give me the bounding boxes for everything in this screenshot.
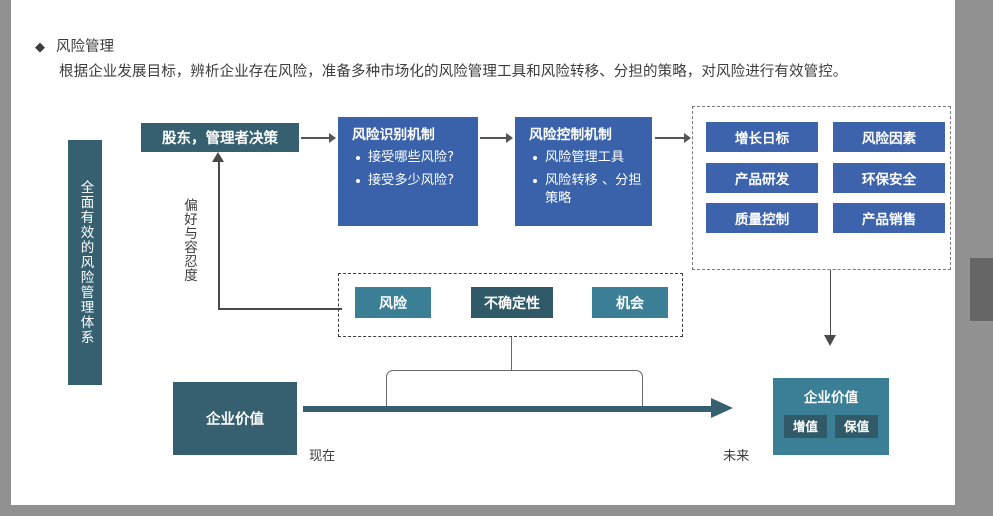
bracket-connector bbox=[386, 370, 643, 408]
shareholder-decision-label: 股东，管理者决策 bbox=[162, 131, 278, 147]
arrow-line bbox=[480, 137, 506, 139]
arrow-head-icon bbox=[684, 133, 691, 143]
uncertainty-chip[interactable]: 不确定性 bbox=[471, 287, 553, 318]
list-item: 风险转移 、分担策略 bbox=[533, 172, 644, 208]
timeline-bar bbox=[303, 405, 718, 412]
objective-label: 产品研发 bbox=[734, 172, 790, 188]
page-header: ◆ 风险管理 根据企业发展目标，辨析企业存在风险，准备多种市场化的风险管理工具和… bbox=[35, 38, 915, 82]
future-value-box[interactable]: 企业价值 增值 保值 bbox=[773, 378, 889, 455]
objectives-down-arrow-line bbox=[830, 270, 832, 337]
list-item: 接受哪些风险? bbox=[356, 149, 470, 167]
arrow-head-icon bbox=[329, 133, 336, 143]
opportunity-chip[interactable]: 机会 bbox=[592, 287, 668, 318]
risk-control-card[interactable]: 风险控制机制 风险管理工具 风险转移 、分担策略 bbox=[515, 117, 652, 226]
arrow-identify-to-control bbox=[480, 133, 513, 143]
risk-chip-label: 风险 bbox=[379, 295, 407, 312]
future-value-chip[interactable]: 保值 bbox=[835, 415, 879, 438]
objective-cell[interactable]: 质量控制 bbox=[706, 203, 818, 233]
shareholder-decision-box[interactable]: 股东，管理者决策 bbox=[141, 123, 299, 152]
objective-label: 产品销售 bbox=[861, 212, 917, 228]
arrow-line bbox=[301, 137, 329, 139]
risk-identification-card[interactable]: 风险识别机制 接受哪些风险? 接受多少风险? bbox=[338, 117, 478, 226]
timeline-arrow bbox=[303, 398, 733, 418]
timeline-label-future: 未来 bbox=[723, 449, 750, 464]
objective-label: 增长日标 bbox=[734, 131, 790, 147]
risk-uncertainty-group bbox=[338, 273, 683, 337]
objectives-down-arrow-head-icon bbox=[824, 335, 836, 346]
timeline-label-now: 现在 bbox=[309, 449, 336, 464]
feedback-arrow-line bbox=[218, 160, 220, 310]
list-item: 接受多少风险? bbox=[356, 172, 470, 190]
objective-cell[interactable]: 产品销售 bbox=[833, 203, 945, 233]
page-title: 风险管理 bbox=[56, 39, 114, 55]
diamond-bullet-icon: ◆ bbox=[35, 40, 45, 55]
feedback-arrow-head-icon bbox=[212, 152, 224, 162]
timeline-arrow-head-icon bbox=[711, 398, 733, 418]
arrow-line bbox=[655, 137, 684, 139]
objective-cell[interactable]: 风险因素 bbox=[833, 122, 945, 152]
uncertainty-chip-label: 不确定性 bbox=[484, 295, 540, 312]
arrow-shareholder-to-identify bbox=[301, 133, 336, 143]
objective-label: 环保安全 bbox=[861, 172, 917, 188]
page-subtitle: 根据企业发展目标，辨析企业存在风险，准备多种市场化的风险管理工具和风险转移、分担… bbox=[59, 64, 848, 80]
risk-control-title: 风险控制机制 bbox=[529, 127, 612, 143]
arrow-control-to-objectives bbox=[655, 133, 691, 143]
risk-chip[interactable]: 风险 bbox=[355, 287, 431, 318]
vertical-banner-label: 全面有效的风险管理体系 bbox=[77, 180, 94, 345]
arrow-head-icon bbox=[506, 133, 513, 143]
risk-identification-list: 接受哪些风险? 接受多少风险? bbox=[338, 149, 478, 190]
opportunity-chip-label: 机会 bbox=[616, 295, 644, 312]
enterprise-value-label: 企业价值 bbox=[206, 412, 264, 428]
feedback-arrow-horizontal bbox=[218, 308, 342, 310]
vertical-banner: 全面有效的风险管理体系 bbox=[68, 140, 102, 385]
vertical-scrollbar-thumb[interactable] bbox=[970, 258, 993, 321]
bracket-stem bbox=[511, 337, 513, 371]
enterprise-value-box[interactable]: 企业价值 bbox=[173, 382, 297, 455]
objective-cell[interactable]: 增长日标 bbox=[706, 122, 818, 152]
objective-label: 风险因素 bbox=[861, 131, 917, 147]
vertical-scrollbar-track[interactable] bbox=[955, 0, 993, 516]
risk-control-list: 风险管理工具 风险转移 、分担策略 bbox=[515, 149, 652, 208]
objective-cell[interactable]: 环保安全 bbox=[833, 163, 945, 193]
feedback-label: 偏好与容忍度 bbox=[181, 198, 197, 282]
future-value-chip-row: 增值 保值 bbox=[773, 415, 889, 438]
risk-identification-title: 风险识别机制 bbox=[352, 127, 435, 143]
objective-label: 质量控制 bbox=[734, 212, 790, 228]
objective-cell[interactable]: 产品研发 bbox=[706, 163, 818, 193]
objectives-group bbox=[692, 106, 951, 270]
list-item: 风险管理工具 bbox=[533, 149, 644, 167]
future-value-chip[interactable]: 增值 bbox=[783, 415, 827, 438]
future-value-title: 企业价值 bbox=[803, 390, 859, 406]
document-page: ◆ 风险管理 根据企业发展目标，辨析企业存在风险，准备多种市场化的风险管理工具和… bbox=[11, 0, 955, 505]
